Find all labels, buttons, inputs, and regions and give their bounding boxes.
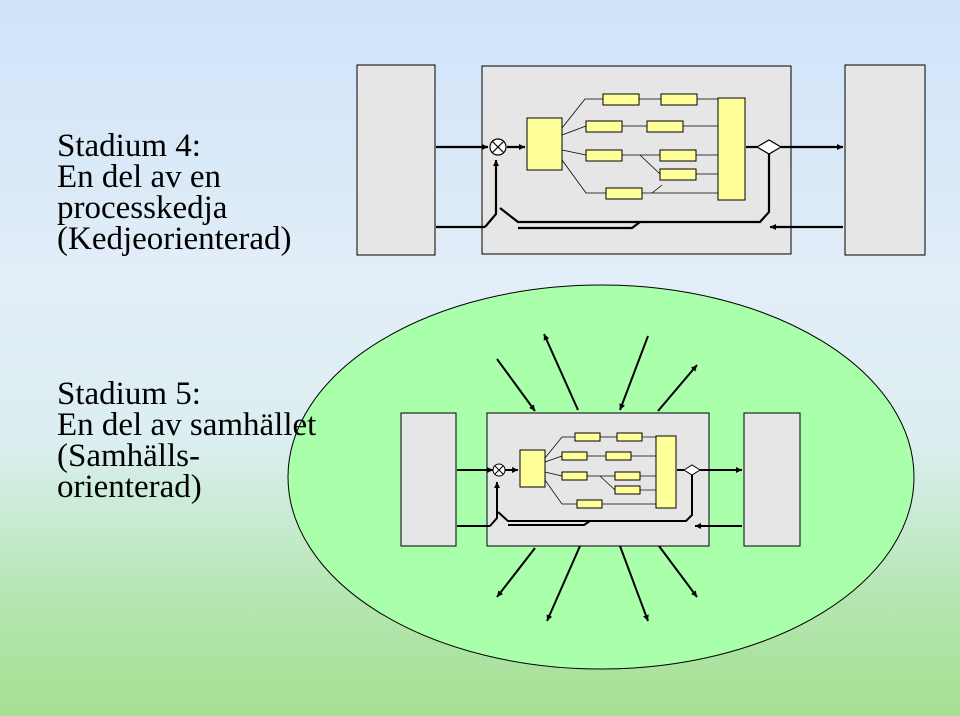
stage4-title: Stadium 4: — [57, 128, 201, 164]
process-box — [574, 432, 601, 442]
process-box — [561, 471, 588, 481]
stage4-right-panel — [844, 64, 926, 256]
stage4-line: En del av en — [57, 159, 222, 195]
junction-cross — [491, 140, 505, 154]
stage5-right-panel — [743, 412, 801, 547]
process-box — [526, 117, 563, 171]
stage4-process — [526, 93, 746, 201]
process-box — [659, 168, 697, 181]
stage5-line: orienterad) — [57, 469, 202, 505]
stage4-diagram — [356, 64, 926, 256]
stage4-label: Stadium 4: En del av en processkedja (Ke… — [57, 128, 292, 257]
process-box — [614, 471, 641, 481]
stage5-line: (Samhälls- — [57, 438, 200, 474]
process-box — [576, 499, 603, 509]
stage4-left-panel — [356, 64, 436, 256]
junction-cross — [494, 465, 504, 475]
decision-diamond — [755, 139, 783, 155]
process-box — [646, 120, 684, 133]
stage4-line: processkedja — [57, 190, 228, 226]
process-box — [585, 120, 623, 133]
process-box — [616, 432, 643, 442]
stage5-label: Stadium 5: En del av samhället (Samhälls… — [57, 376, 317, 505]
stage4-line: (Kedjeorienterad) — [57, 221, 292, 257]
stage5-left-panel — [400, 412, 457, 547]
process-box-tall — [717, 97, 746, 201]
process-box — [605, 451, 632, 461]
process-box — [585, 149, 623, 162]
stage5-diagram — [287, 284, 915, 670]
process-box — [614, 485, 641, 495]
process-box — [519, 449, 546, 488]
process-box — [602, 93, 640, 106]
external-arrows — [496, 333, 698, 622]
process-box — [659, 149, 697, 162]
decision-diamond — [683, 464, 701, 476]
stage5-line: En del av samhället — [57, 407, 317, 443]
process-box-tall — [655, 435, 677, 509]
stage5-title: Stadium 5: — [57, 376, 201, 412]
process-box — [605, 187, 643, 200]
process-box — [660, 93, 698, 106]
process-box — [561, 451, 588, 461]
stage5-process — [519, 432, 677, 509]
